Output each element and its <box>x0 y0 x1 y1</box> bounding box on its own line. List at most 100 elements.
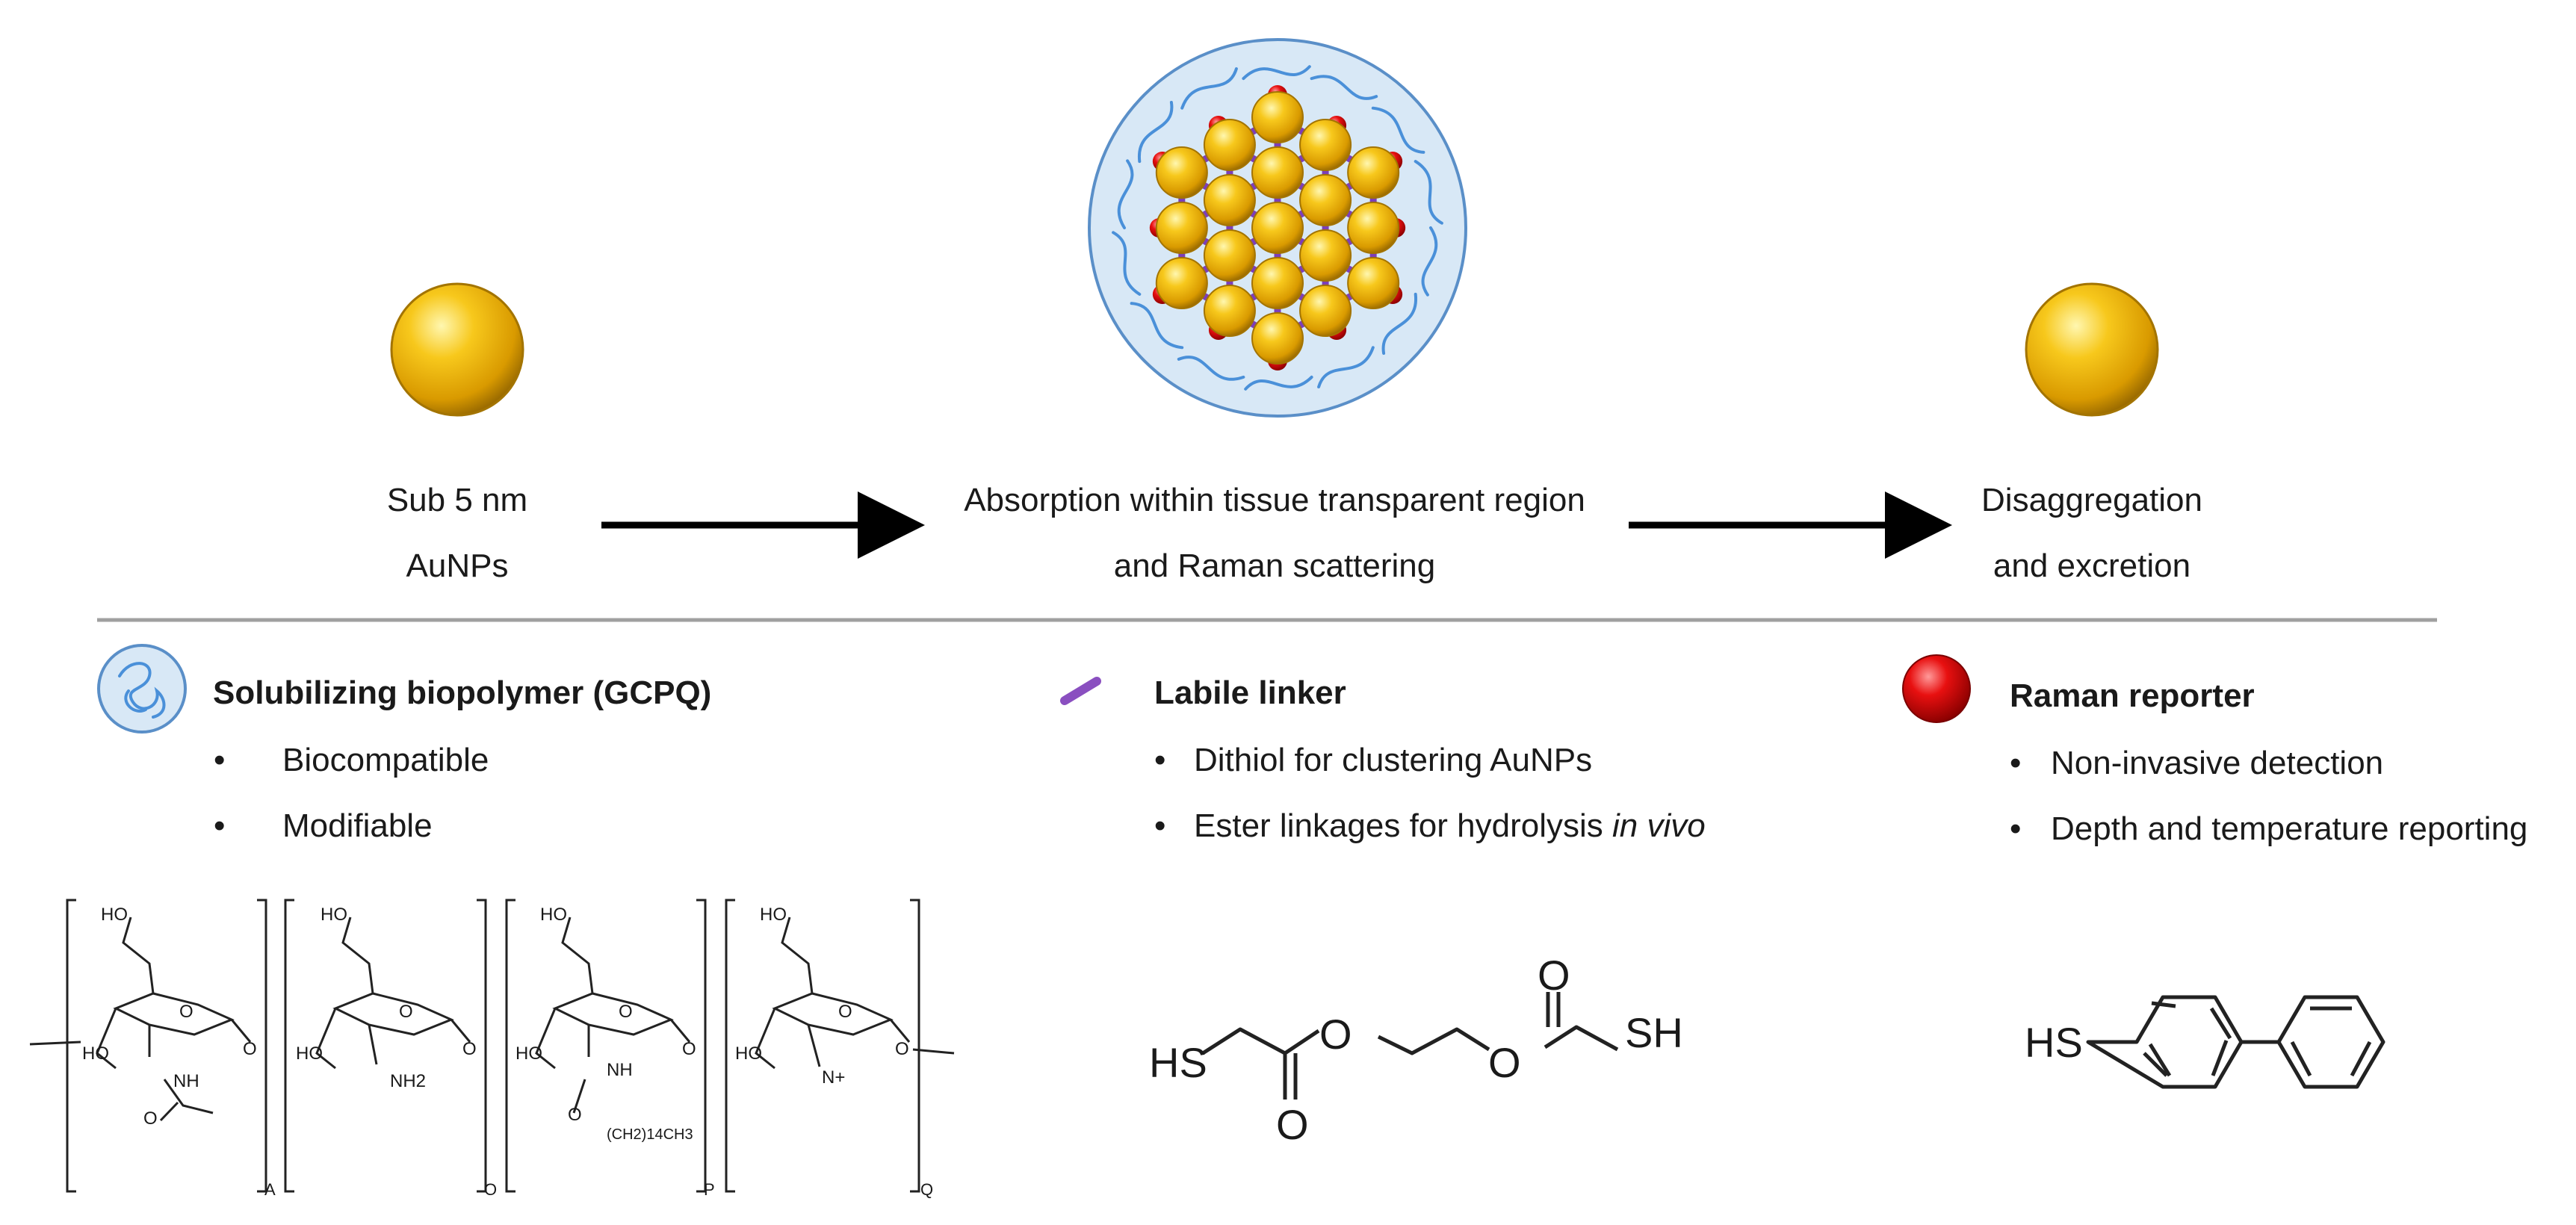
reporter-bullet-2: Depth and temperature reporting <box>2051 810 2528 847</box>
linker-structure: HS O O O O SH <box>1149 952 1683 1148</box>
gold-nanoparticle <box>1203 229 1256 282</box>
o-label-2: O <box>243 1039 257 1059</box>
gold-nanoparticle <box>1347 257 1400 309</box>
linker-o-2: O <box>1276 1101 1309 1148</box>
stage2-line2: and Raman scattering <box>1113 548 1436 584</box>
linker-bullet-2: Ester linkages for hydrolysis in vivo <box>1194 810 1706 843</box>
o-label-10: O <box>895 1039 909 1059</box>
nh-label-1: NH <box>173 1071 199 1091</box>
subscript-a: A <box>264 1180 276 1199</box>
polymer-chain <box>1414 160 1443 225</box>
ho-label-5: HO <box>540 905 567 925</box>
polymer-chain <box>1112 231 1142 296</box>
polymer-chain <box>1180 67 1238 110</box>
polymer-chain <box>1371 106 1425 154</box>
linker-legend-icon <box>1060 677 1101 705</box>
gold-nanoparticle <box>1155 257 1208 309</box>
o-label-3: O <box>143 1108 158 1129</box>
gold-nanoparticle <box>1155 202 1208 254</box>
polymer-chain <box>1138 101 1174 164</box>
subscript-p: P <box>704 1180 715 1199</box>
stage3-line2: and excretion <box>1993 548 2191 584</box>
ho-label-8: HO <box>735 1043 762 1064</box>
ho-label-1: HO <box>101 905 128 925</box>
reporter-hs: HS <box>2025 1019 2083 1066</box>
gold-nanoparticle <box>1299 174 1352 226</box>
linker-bullet-2-text: Ester linkages for hydrolysis <box>1194 807 1612 844</box>
linker-hs: HS <box>1149 1039 1207 1086</box>
reporter-bullet-marker-2: • <box>2010 810 2022 847</box>
polymer-chain <box>1177 356 1245 381</box>
polymer-bullet-marker-1: • <box>214 742 226 778</box>
reporter-bullet-marker-1: • <box>2010 745 2022 781</box>
polymer-chain <box>1421 226 1438 297</box>
gold-nanoparticles <box>1155 91 1400 365</box>
polymer-chain <box>1244 375 1313 391</box>
reporter-legend-title: Raman reporter <box>2010 677 2255 714</box>
polymer-legend-icon <box>97 644 187 734</box>
linker-legend-title: Labile linker <box>1154 674 1346 711</box>
aunp-sphere-right <box>2025 282 2159 417</box>
ho-label-4: HO <box>296 1043 323 1064</box>
gold-nanoparticle <box>1203 119 1256 171</box>
stage3-line1: Disaggregation <box>1981 482 2202 518</box>
alkyl-chain-label: (CH2)14CH3 <box>607 1126 693 1143</box>
polymer-chain <box>1317 346 1375 388</box>
gold-nanoparticle <box>1251 257 1304 309</box>
gold-nanoparticle <box>1203 174 1256 226</box>
gold-nanoparticle <box>1251 202 1304 254</box>
gold-nanoparticle <box>1203 285 1256 337</box>
linker-bullet-marker-1: • <box>1154 742 1166 778</box>
polymer-bullet-1: Biocompatible <box>282 742 489 778</box>
polymer-chain <box>1310 75 1378 100</box>
gold-nanoparticle <box>1347 146 1400 199</box>
nh2-label: NH2 <box>390 1071 426 1091</box>
gold-nanoparticle <box>1299 285 1352 337</box>
linker-bullet-2-italic: in vivo <box>1612 807 1706 844</box>
gold-nanoparticle <box>1347 202 1400 254</box>
stage1-line1: Sub 5 nm <box>386 482 528 518</box>
linker-o-4: O <box>1538 952 1570 999</box>
polymer-chain <box>1242 65 1311 81</box>
ho-label-6: HO <box>515 1043 542 1064</box>
polymer-chain <box>1117 159 1134 229</box>
o-label-4: O <box>399 1002 413 1022</box>
o-label-1: O <box>179 1002 193 1022</box>
linker-sh: SH <box>1625 1009 1683 1056</box>
linker-o-1: O <box>1319 1011 1352 1058</box>
subscript-q: Q <box>920 1180 933 1199</box>
reporter-legend-icon <box>1902 654 1971 723</box>
reporter-structure: HS <box>2025 995 2385 1089</box>
polymer-bullet-2: Modifiable <box>282 807 433 844</box>
linker-bullet-1: Dithiol for clustering AuNPs <box>1194 742 1593 778</box>
reporter-bullet-1: Non-invasive detection <box>2051 745 2384 781</box>
o-label-5: O <box>462 1039 477 1059</box>
nh-label-2: NH <box>607 1060 633 1080</box>
ho-label-2: HO <box>82 1043 109 1064</box>
stage1-line2: AuNPs <box>406 548 509 584</box>
linker-o-3: O <box>1488 1039 1521 1086</box>
aunp-cluster <box>1088 38 1467 418</box>
o-label-6: O <box>619 1002 633 1022</box>
aunp-sphere-left <box>390 282 524 417</box>
polymer-chain <box>1381 292 1417 355</box>
gold-nanoparticle <box>1251 312 1304 365</box>
o-label-9: O <box>838 1002 852 1022</box>
polymer-chains <box>1112 65 1443 391</box>
ho-label-3: HO <box>321 905 347 925</box>
gcpq-structure: HO HO O O NH O HO HO O O NH2 HO HO O O N… <box>29 899 955 1199</box>
gold-nanoparticle <box>1251 146 1304 199</box>
polymer-legend-title: Solubilizing biopolymer (GCPQ) <box>213 674 712 711</box>
stage2-line1: Absorption within tissue transparent reg… <box>964 482 1585 518</box>
gold-nanoparticle <box>1251 91 1304 143</box>
gold-nanoparticle <box>1155 146 1208 199</box>
o-label-8: O <box>568 1105 582 1125</box>
polymer-bullet-marker-2: • <box>214 807 226 844</box>
gold-nanoparticle <box>1299 119 1352 171</box>
o-label-7: O <box>682 1039 696 1059</box>
gold-nanoparticle <box>1299 229 1352 282</box>
ho-label-7: HO <box>760 905 787 925</box>
subscript-o: O <box>484 1180 497 1199</box>
